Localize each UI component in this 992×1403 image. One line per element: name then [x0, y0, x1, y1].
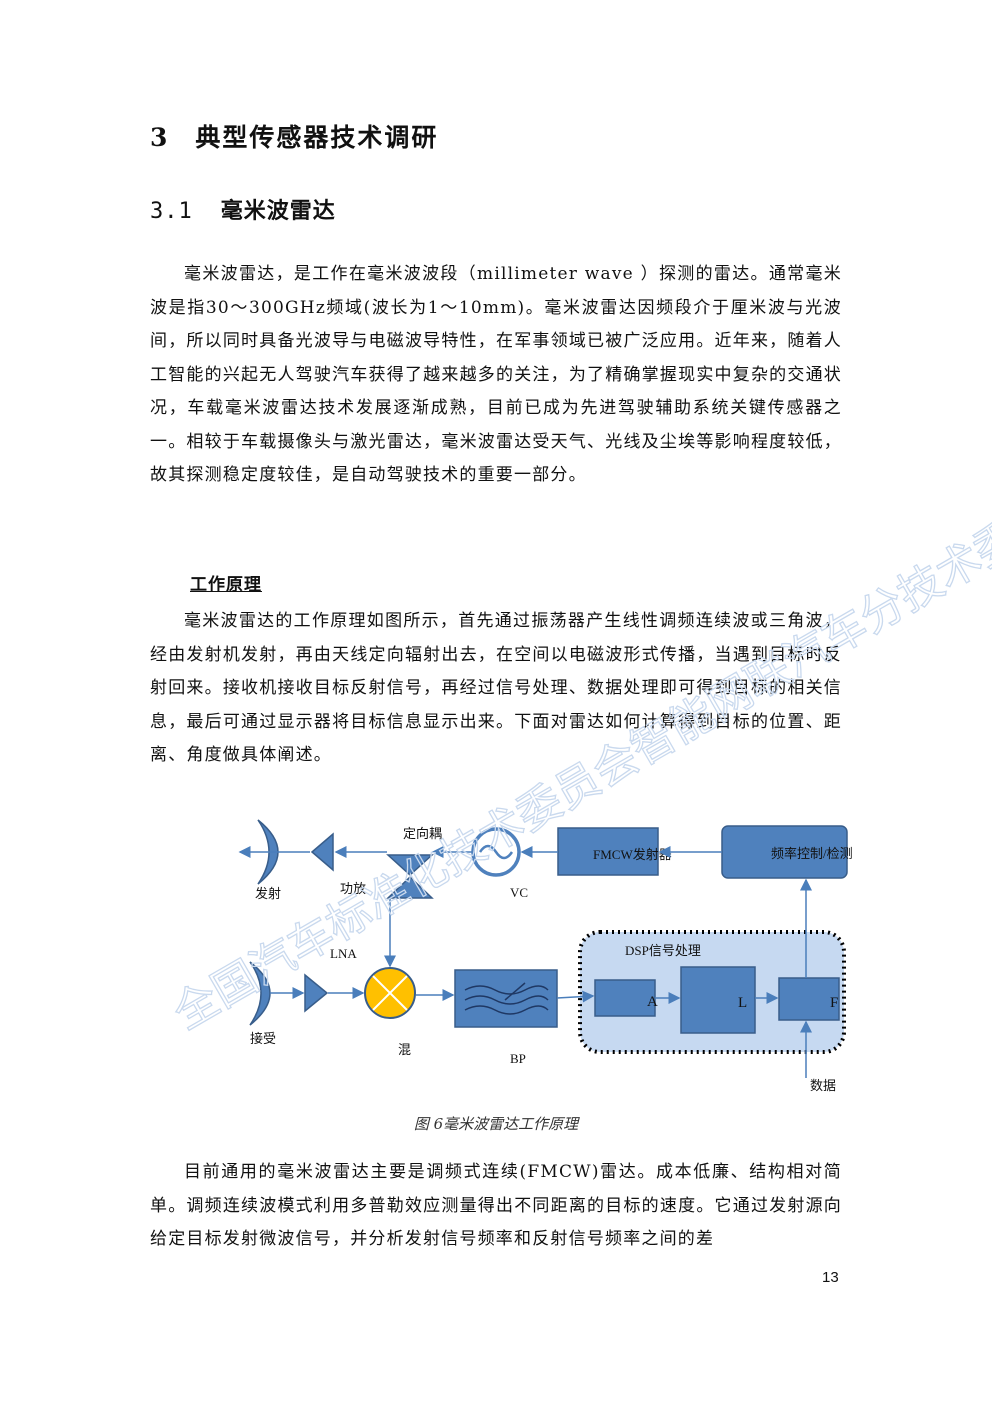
fmcw-label: FMCW发射器 — [593, 847, 672, 862]
section-number: 3 — [150, 123, 170, 152]
dsp-block-a — [594, 979, 656, 1017]
bp-label: BP — [510, 1051, 526, 1066]
dsp-block-l — [680, 966, 756, 1034]
transmit-antenna-icon — [257, 819, 279, 885]
vco-label: VC — [510, 885, 528, 900]
intro-paragraph: 毫米波雷达，是工作在毫米波波段（millimeter wave ）探测的雷达。通… — [150, 264, 842, 485]
lna-icon — [304, 973, 329, 1013]
subsection-title: 毫米波雷达 — [220, 198, 336, 224]
data-label: 数据 — [810, 1078, 836, 1093]
subsection-heading: 3.1 毫米波雷达 — [150, 193, 336, 225]
dsp-label: DSP信号处理 — [625, 943, 701, 958]
transmit-label: 发射 — [255, 886, 281, 901]
fmcw-paragraph: 目前通用的毫米波雷达主要是调频式连续(FMCW)雷达。成本低廉、结构相对简单。调… — [150, 1162, 842, 1249]
mixer-label: 混 — [398, 1042, 411, 1057]
lna-label: LNA — [330, 946, 357, 961]
page-number: 13 — [822, 1269, 839, 1286]
coupler-label: 定向耦 — [403, 826, 442, 841]
signal-arrows — [238, 846, 812, 1078]
power-amp-label: 功放 — [340, 881, 366, 896]
section-title: 典型传感器技术调研 — [195, 123, 439, 152]
section-heading: 3 典型传感器技术调研 — [150, 118, 438, 154]
dsp-block-a-label: A — [647, 994, 658, 1010]
figure-caption: 图 6毫米波雷达工作原理 — [413, 1115, 579, 1133]
receive-antenna-icon — [249, 961, 271, 1026]
freq-control-label: 频率控制/检测 — [771, 846, 853, 861]
power-amplifier-icon — [310, 832, 334, 872]
dsp-block-f-label: F — [830, 995, 838, 1011]
working-principle-heading: 工作原理 — [190, 575, 262, 595]
receive-label: 接受 — [250, 1031, 276, 1046]
dsp-block-l-label: L — [738, 995, 747, 1011]
dsp-block-f — [778, 977, 840, 1021]
principle-paragraph: 毫米波雷达的工作原理如图所示，首先通过振荡器产生线性调频连续波或三角波，经由发射… — [150, 611, 842, 765]
fmcw-block — [557, 827, 659, 876]
coupler-icon — [386, 854, 434, 899]
subsection-number: 3.1 — [150, 199, 193, 224]
